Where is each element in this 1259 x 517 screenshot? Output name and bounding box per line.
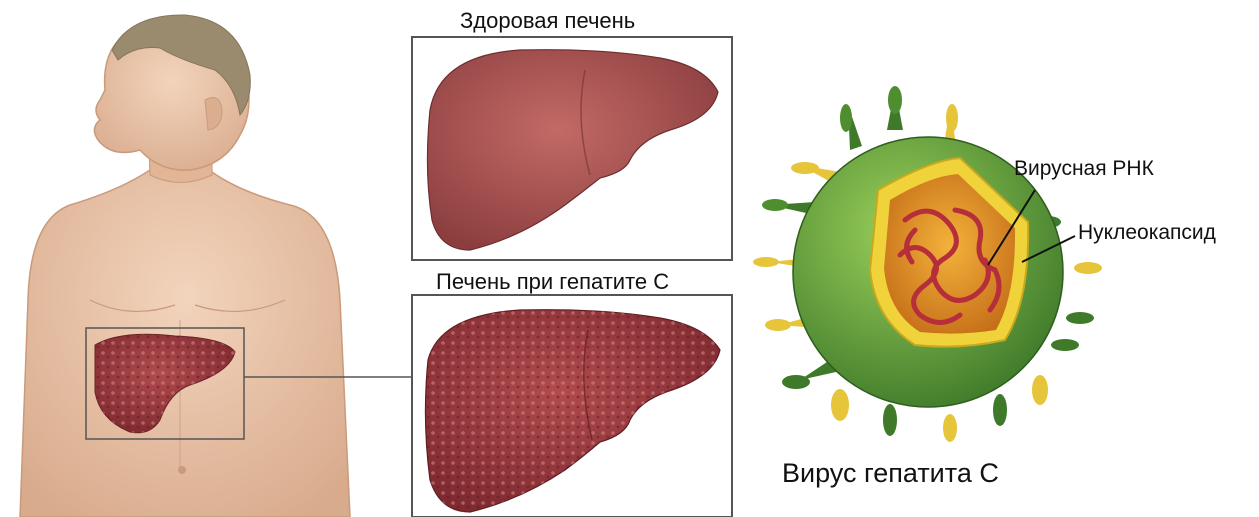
viral-rna-label: Вирусная РНК [1014,158,1154,179]
torso [20,150,350,517]
hepatitis-c-virus [753,86,1102,442]
navel [178,466,186,474]
hepatitis-liver-label: Печень при гепатите С [436,271,669,293]
virus-title: Вирус гепатита С [782,460,999,487]
healthy-liver-label: Здоровая печень [460,10,635,32]
nucleocapsid-label: Нуклеокапсид [1078,222,1216,243]
human-torso [20,15,350,517]
